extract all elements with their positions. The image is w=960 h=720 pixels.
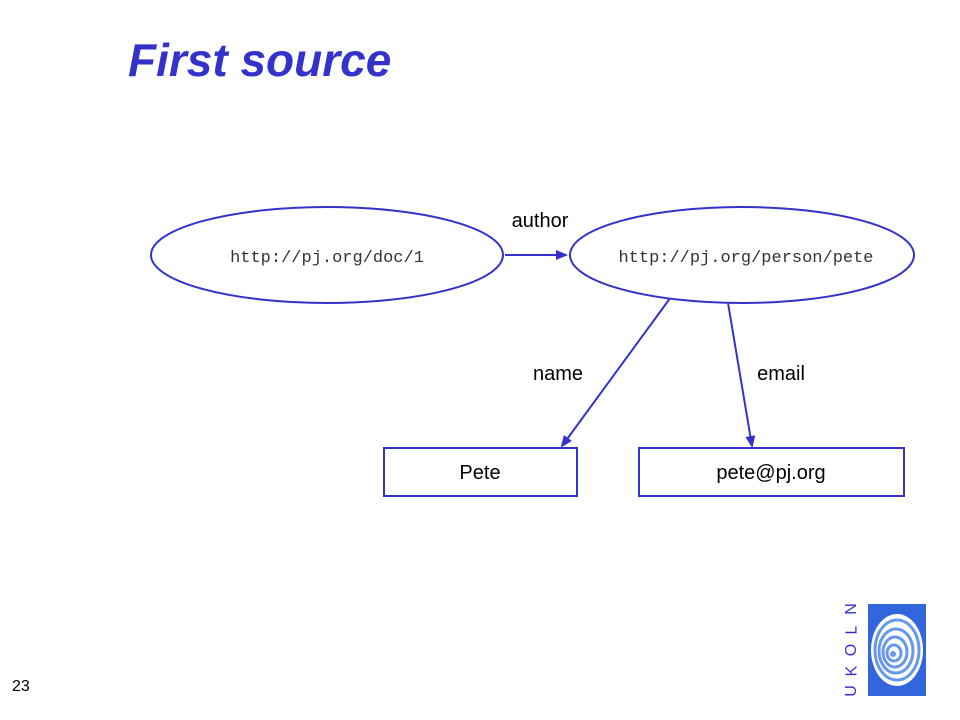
author-label: author: [512, 210, 569, 232]
name-arrow: [560, 296, 672, 448]
email-box: [638, 447, 905, 497]
pete-box: [383, 447, 578, 497]
logo-letter: O: [842, 643, 860, 657]
node-pete: Pete: [383, 447, 578, 497]
node-doc: http://pj.org/doc/1: [150, 206, 504, 304]
email-literal: pete@pj.org: [716, 462, 825, 484]
email-label: email: [757, 363, 805, 385]
edge-name: name: [533, 296, 672, 448]
page-number: 23: [12, 678, 30, 695]
edge-author: author: [505, 210, 569, 260]
logo-letter: L: [843, 625, 860, 634]
eye-swirl-icon: [868, 604, 926, 696]
logo-letter: N: [843, 603, 860, 615]
person-uri: http://pj.org/person/pete: [618, 249, 873, 268]
node-person: http://pj.org/person/pete: [569, 206, 915, 304]
edge-email: email: [727, 302, 805, 448]
doc-uri: http://pj.org/doc/1: [230, 249, 424, 268]
person-ellipse: [569, 206, 915, 304]
page-title: First source: [128, 34, 392, 86]
ukoln-logo: N L O K U: [840, 600, 930, 700]
logo-wordmark: N L O K U: [840, 600, 864, 700]
logo-letter: K: [842, 665, 860, 676]
logo-letter: U: [843, 685, 860, 697]
doc-ellipse: [150, 206, 504, 304]
email-arrow: [727, 302, 756, 448]
name-label: name: [533, 363, 583, 385]
node-email: pete@pj.org: [638, 447, 905, 497]
pete-literal: Pete: [459, 462, 500, 484]
